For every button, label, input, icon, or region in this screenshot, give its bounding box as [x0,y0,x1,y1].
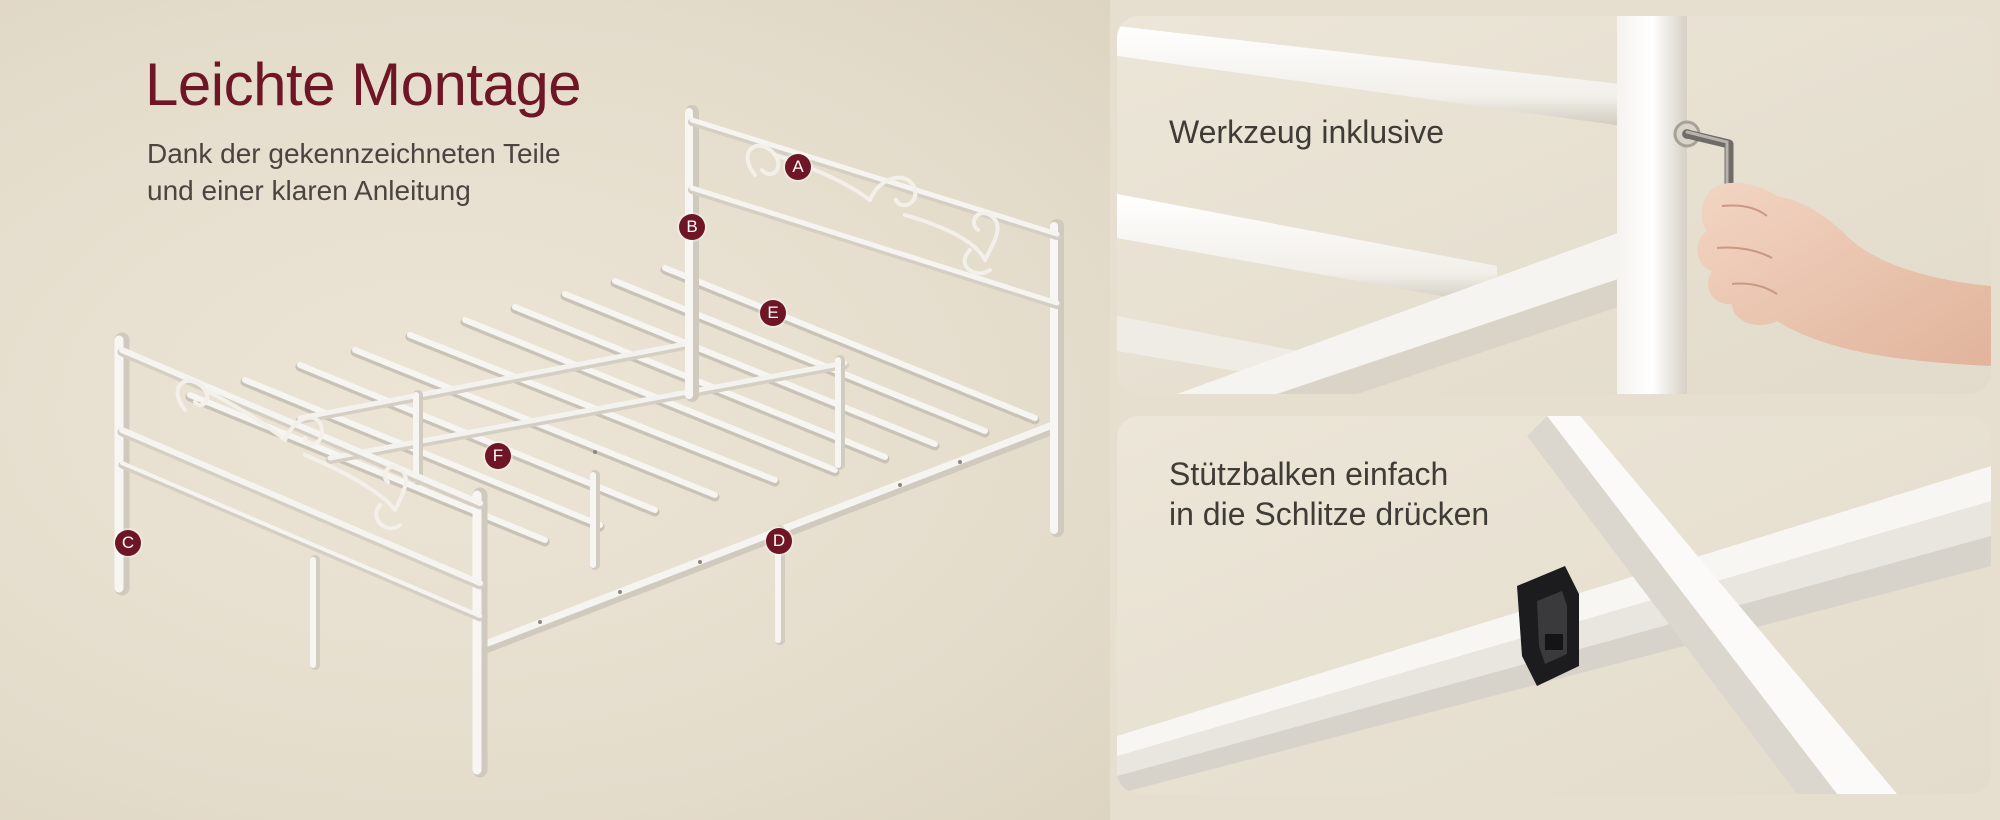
bed-frame-illustration [114,105,1064,778]
marker-c: C [115,530,141,556]
tool-closeup-illustration [1117,16,1991,394]
page-title: Leichte Montage [145,51,582,118]
marker-a: A [785,154,811,180]
marker-d: D [766,528,792,554]
slot-caption: Stützbalken einfach in die Schlitze drüc… [1169,454,1489,534]
slot-panel: Stützbalken einfach in die Schlitze drüc… [1117,416,1991,794]
subtitle-line-2: und einer klaren Anleitung [147,175,471,206]
tool-included-caption: Werkzeug inklusive [1169,114,1445,150]
slot-caption-line-1: Stützbalken einfach [1169,456,1449,492]
page-subtitle: Dank der gekennzeichneten Teile und eine… [147,135,561,209]
marker-f: F [485,443,511,469]
slot-closeup-illustration [1117,416,1991,794]
marker-b: B [679,214,705,240]
subtitle-line-1: Dank der gekennzeichneten Teile [147,138,561,169]
marker-e: E [760,300,786,326]
tool-included-panel: Werkzeug inklusive [1117,16,1991,394]
slot-caption-line-2: in die Schlitze drücken [1169,496,1490,532]
